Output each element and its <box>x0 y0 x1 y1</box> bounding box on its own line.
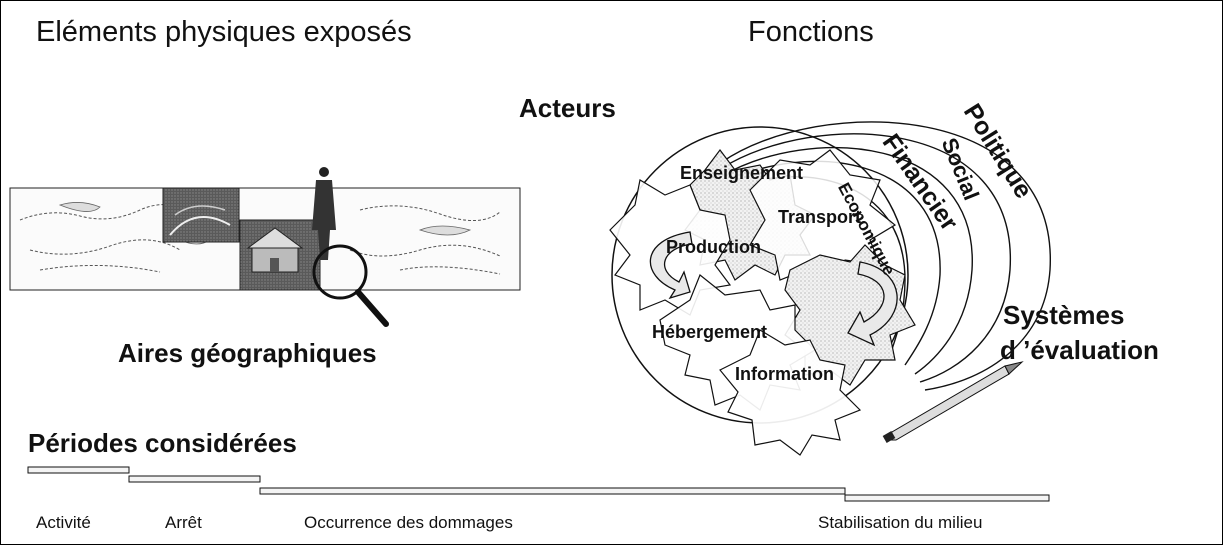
heading-acteurs: Acteurs <box>519 93 616 123</box>
function-production: Production <box>666 237 761 257</box>
magnifying-glass-icon <box>312 244 389 327</box>
house-icon <box>239 219 321 291</box>
heading-aires-geographiques: Aires géographiques <box>118 338 377 368</box>
cycle-arrows <box>649 231 898 347</box>
period-arret: Arrêt <box>165 513 202 532</box>
person-silhouette-icon <box>312 167 336 260</box>
landscape-tile <box>162 187 240 243</box>
heading-periodes: Périodes considérées <box>28 428 297 458</box>
period-occurrence: Occurrence des dommages <box>304 513 513 532</box>
heading-elements-exposes: Eléments physiques exposés <box>36 16 412 48</box>
pencil-icon <box>882 361 1024 443</box>
function-stars <box>609 149 916 456</box>
function-hebergement: Hébergement <box>652 322 768 342</box>
heading-fonctions: Fonctions <box>748 16 874 48</box>
heading-evaluation: d ’évaluation <box>1000 335 1159 365</box>
function-enseignement: Enseignement <box>680 163 804 183</box>
function-information: Information <box>735 364 834 384</box>
function-transport: Transport <box>778 207 862 227</box>
period-timeline <box>27 466 1050 502</box>
heading-systemes: Systèmes <box>1003 300 1125 330</box>
period-activite: Activité <box>36 513 91 532</box>
period-stabilisation: Stabilisation du milieu <box>818 513 983 532</box>
